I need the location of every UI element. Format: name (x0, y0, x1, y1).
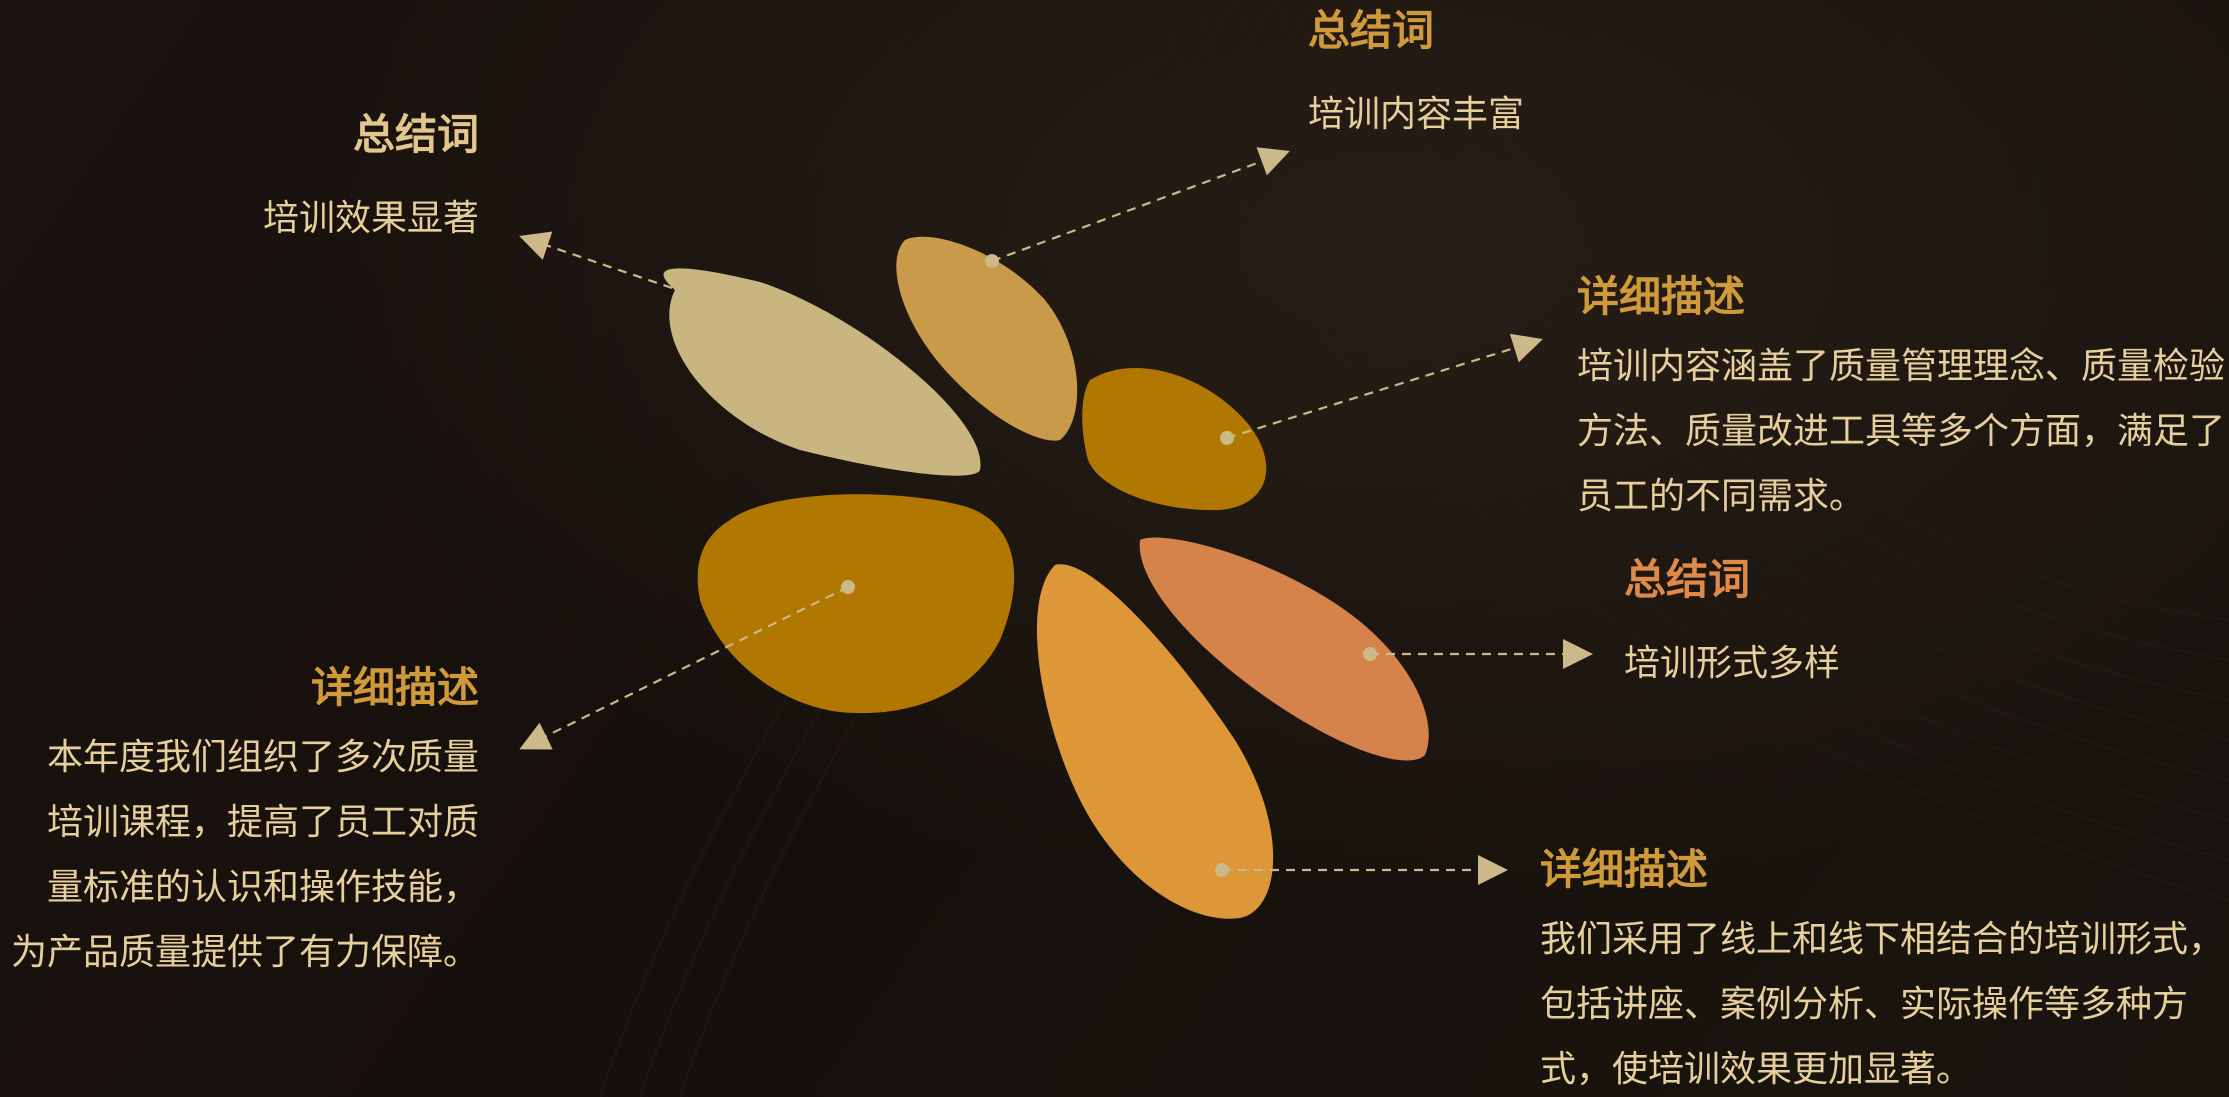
left-summary-title: 总结词 (352, 110, 479, 159)
top-summary-title: 总结词 (1308, 6, 1435, 55)
left-detail-line: 为产品质量提供了有力保障。 (10, 932, 479, 974)
petal-dark-gold-small (1082, 367, 1267, 511)
right-detail-1-title: 详细描述 (1577, 272, 1746, 321)
connector-left-summary (519, 231, 673, 290)
left-detail-block: 详细描述 本年度我们组织了多次质量 培训课程，提高了员工对质 量标准的认识和操作… (0, 663, 479, 985)
connector-dot (1215, 863, 1229, 877)
top-summary-text: 培训内容丰富 (1308, 94, 1525, 136)
right-summary-title: 总结词 (1624, 555, 1751, 604)
connector-dot (1220, 431, 1234, 445)
right-detail-2-line: 包括讲座、案例分析、实际操作等多种方 (1540, 984, 2189, 1026)
left-detail-line: 量标准的认识和操作技能， (46, 867, 479, 909)
petal-light-orange (1036, 564, 1274, 919)
petal-coral (1139, 537, 1429, 761)
left-detail-line: 培训课程，提高了员工对质 (46, 802, 479, 844)
connector-dot (841, 580, 855, 594)
right-summary-block: 总结词 培训形式多样 (1624, 555, 2184, 696)
right-detail-1-line: 员工的不同需求。 (1577, 476, 1866, 518)
right-detail-2-block: 详细描述 我们采用了线上和线下相结合的培训形式， 包括讲座、案例分析、实际操作等… (1540, 845, 2225, 1097)
left-summary-text: 培训效果显著 (262, 198, 479, 240)
right-detail-2-line: 式，使培训效果更加显著。 (1540, 1049, 1973, 1091)
connector-top-summary (991, 147, 1290, 263)
connector-right-detail-1 (1226, 333, 1543, 440)
right-detail-1-line: 方法、质量改进工具等多个方面，满足了 (1577, 411, 2226, 453)
connector-dot (1363, 647, 1377, 661)
right-detail-1-line: 培训内容涵盖了质量管理理念、质量检验 (1577, 346, 2226, 388)
right-summary-text: 培训形式多样 (1624, 643, 1841, 685)
right-detail-1-block: 详细描述 培训内容涵盖了质量管理理念、质量检验 方法、质量改进工具等多个方面，满… (1577, 272, 2227, 529)
right-detail-2-title: 详细描述 (1540, 845, 1709, 894)
left-detail-line: 本年度我们组织了多次质量 (46, 737, 479, 779)
connector-dot (985, 254, 999, 268)
petal-dark-gold-large (697, 494, 1015, 714)
connector-left-detail (519, 586, 849, 750)
left-summary-block: 总结词 培训效果显著 (19, 110, 479, 251)
top-summary-block: 总结词 培训内容丰富 (1308, 6, 1808, 147)
petal-beige (663, 268, 981, 476)
left-detail-title: 详细描述 (310, 663, 479, 712)
petal-tan (896, 236, 1078, 441)
right-detail-2-line: 我们采用了线上和线下相结合的培训形式， (1540, 919, 2225, 961)
